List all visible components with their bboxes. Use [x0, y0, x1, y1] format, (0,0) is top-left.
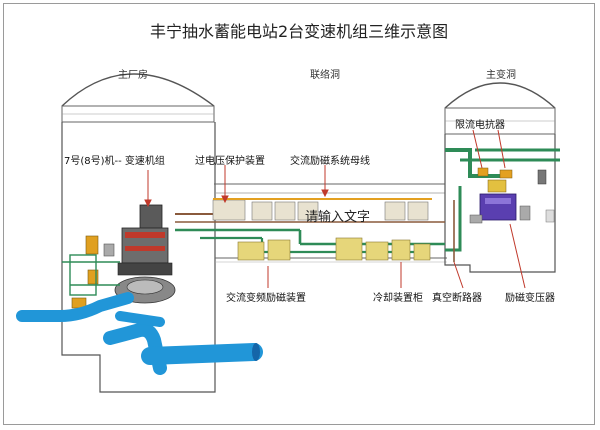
callout-excitation-transformer: 励磁变压器: [505, 293, 555, 304]
area-label-connecting-tunnel: 联络洞: [310, 70, 340, 81]
callout-variable-speed-unit: 7号(8号)机-- 变速机组: [64, 156, 165, 167]
area-label-main-transformer-cavern: 主变洞: [486, 70, 516, 81]
callout-vacuum-breaker: 真空断路器: [432, 293, 482, 304]
callout-ac-vf-excitation: 交流变频励磁装置: [226, 293, 306, 304]
callout-leaders: [144, 129, 526, 289]
variable-speed-unit: [114, 204, 176, 304]
water-conduit: [16, 292, 263, 375]
diagram-title: 丰宁抽水蓄能电站2台变速机组三维示意图: [150, 22, 449, 41]
callout-cooling-cabinet: 冷却装置柜: [373, 293, 423, 304]
main-transformer-cavern: [444, 82, 556, 273]
converter-cabinets: [237, 237, 431, 261]
transformer-cavern-equipment: [445, 148, 560, 262]
auxiliary-equipment-left: [62, 235, 120, 309]
callout-ac-excitation-bus: 交流励磁系统母线: [290, 156, 370, 167]
area-label-main-powerhouse: 主厂房: [118, 70, 148, 81]
cabinet-row: [212, 198, 432, 221]
placeholder-text: 请输入文字: [305, 210, 371, 225]
callout-overvoltage-protection: 过电压保护装置: [195, 156, 265, 167]
callout-current-limiting-reactor: 限流电抗器: [455, 120, 505, 131]
